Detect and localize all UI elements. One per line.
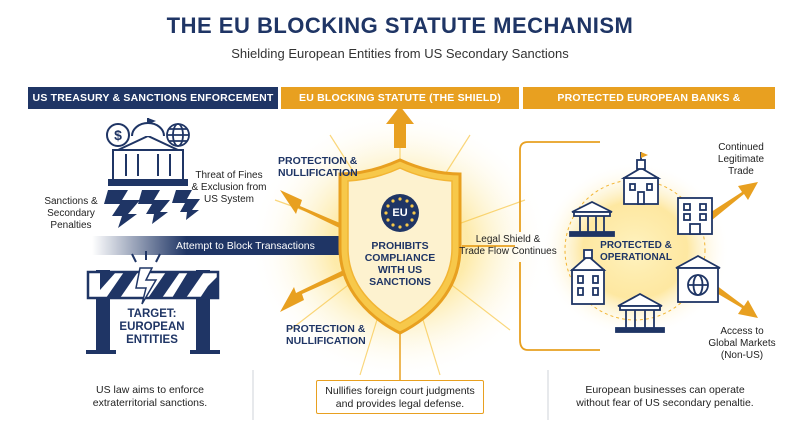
svg-text:$: $	[114, 127, 122, 143]
protection-label-bottom: PROTECTION &NULLIFICATION	[286, 323, 366, 347]
barrier-icon	[86, 251, 220, 354]
courthouse-building-icon	[615, 292, 665, 333]
townhall-building-icon	[620, 152, 662, 205]
header-bar-right	[523, 87, 775, 109]
global-markets-arrow	[708, 282, 758, 318]
globe-bank-icon	[675, 254, 721, 303]
tower-building-icon	[569, 249, 607, 305]
header-eu-statute: EU BLOCKING STATUTE (THE SHIELD)	[298, 92, 501, 104]
treasury-building-icon	[108, 118, 188, 186]
header-protected-businesses: PROTECTED EUROPEAN BANKS & BUSINESSES	[557, 92, 741, 126]
page-title: THE EU BLOCKING STATUTE MECHANISM	[166, 13, 634, 38]
eu-shield	[338, 158, 462, 335]
attempt-label: Attempt to Block Transactions	[176, 240, 315, 252]
header-bar-center	[281, 87, 519, 109]
header-bar-left	[28, 87, 278, 109]
sanction-lightning-arrows	[104, 190, 200, 228]
protection-arrow-bottom	[280, 266, 356, 312]
legal-shield-label: Legal Shield &Trade Flow Continues	[459, 234, 557, 257]
protection-arrow-top	[280, 190, 356, 234]
shield-badge: EU	[392, 207, 408, 219]
protected-operational-label: PROTECTED &OPERATIONAL	[599, 240, 673, 263]
office-building-icon	[677, 197, 713, 235]
bank-building-icon	[569, 200, 615, 237]
header-us-treasury: US TREASURY & SANCTIONS ENFORCEMENT	[32, 92, 274, 104]
trade-flow-bracket	[462, 141, 600, 351]
dollar-icon: $	[106, 123, 130, 147]
protection-arrow-up	[386, 106, 414, 148]
globe-icon	[166, 123, 190, 147]
continued-trade-arrow	[708, 182, 758, 220]
page-subtitle: Shielding European Entities from US Seco…	[231, 46, 569, 61]
protection-label-top: PROTECTION &NULLIFICATION	[278, 155, 358, 179]
